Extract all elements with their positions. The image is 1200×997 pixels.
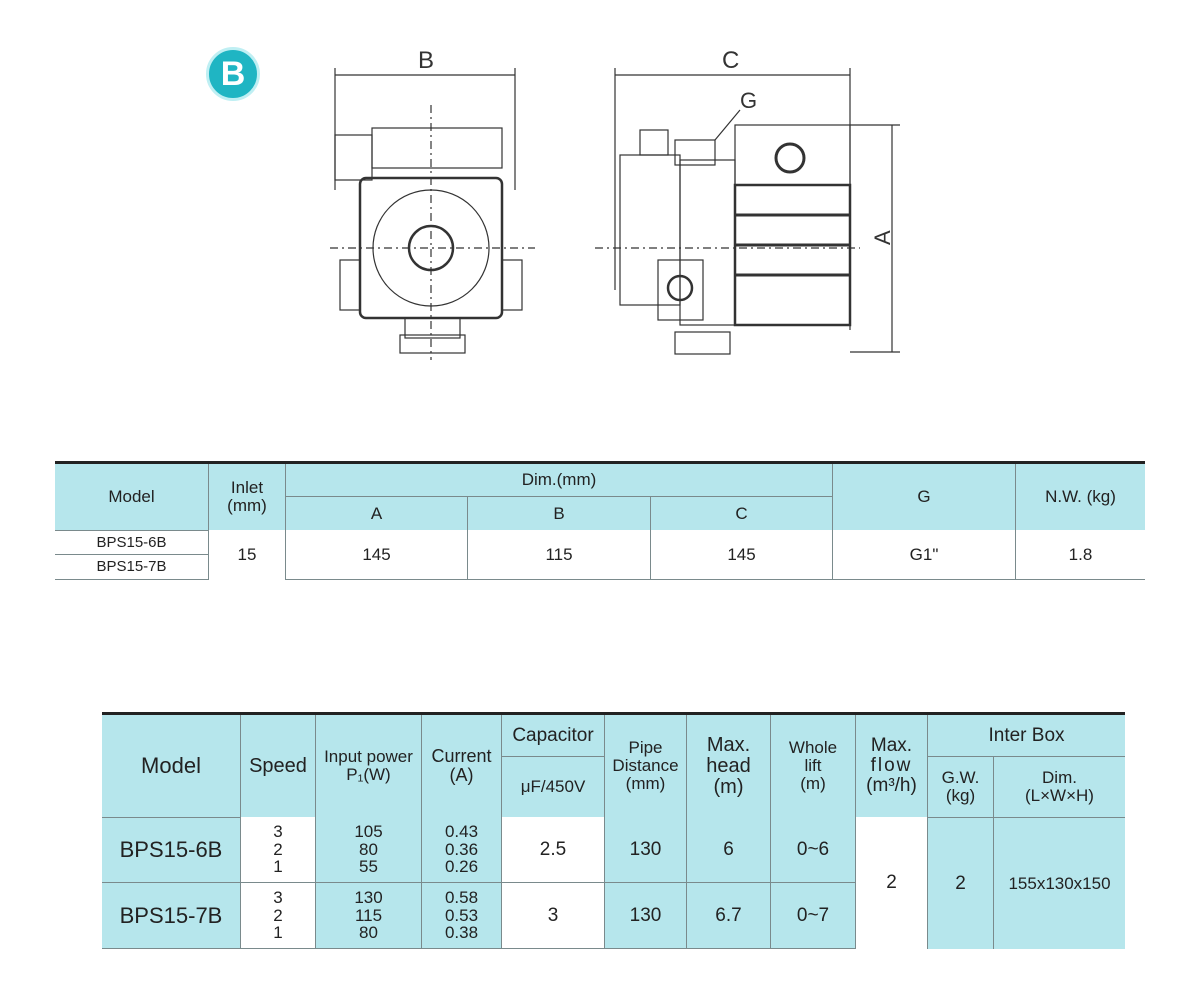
header-b: B xyxy=(467,497,650,530)
header-dim: Dim.(mm) xyxy=(285,464,832,497)
current-value: 0.38 xyxy=(444,923,479,943)
header-unit: (kg) xyxy=(945,786,976,805)
power-value: 80 xyxy=(359,923,378,943)
gw-value: 2 xyxy=(927,817,993,949)
header-capacitor: Capacitor xyxy=(501,715,604,757)
header-model: Model xyxy=(55,464,208,530)
header-text: Input power xyxy=(324,747,413,767)
max-flow-value: 2 xyxy=(855,817,927,949)
speed-value: 1 xyxy=(273,923,283,943)
dim-b-value: 115 xyxy=(467,530,650,580)
power-value: 80 xyxy=(359,839,378,859)
current-value: 0.58 xyxy=(444,887,479,907)
capacitor-value: 2.5 xyxy=(501,817,604,883)
model-cell: BPS15-6B xyxy=(55,530,208,555)
header-unit: P₁(W) xyxy=(346,765,391,784)
header-c: C xyxy=(650,497,832,530)
header-text: Distance xyxy=(612,756,679,776)
header-speed: Speed xyxy=(240,715,315,817)
header-max-head: Max.head(m) xyxy=(686,715,770,817)
header-unit: (L×W×H) xyxy=(1025,786,1094,805)
header-text: Whole xyxy=(788,738,838,758)
side-terminal-box xyxy=(734,124,851,186)
speed-value: 3 xyxy=(273,887,283,907)
header-unit: (m) xyxy=(713,775,744,798)
header-box-dim: Dim.(L×W×H) xyxy=(993,757,1125,817)
label-c: C xyxy=(722,47,739,74)
dim-c-value: 145 xyxy=(650,530,832,580)
header-text: Dim. xyxy=(1042,768,1077,788)
head-value: 6.7 xyxy=(686,883,770,949)
header-text: head xyxy=(706,754,751,777)
lift-value: 0~7 xyxy=(770,883,855,949)
header-text: flow xyxy=(870,755,913,777)
front-terminal-box xyxy=(371,127,503,169)
header-capacitor-unit: μF/450V xyxy=(501,757,604,817)
pump-dimension-drawing: B C G A xyxy=(330,47,900,360)
header-inter-box: Inter Box xyxy=(927,715,1125,757)
header-text: Current xyxy=(431,746,492,767)
header-text: Max. xyxy=(706,733,751,756)
power-value: 55 xyxy=(359,857,378,877)
label-g: G xyxy=(740,88,757,113)
header-g: G xyxy=(832,464,1015,530)
header-text: lift xyxy=(804,756,822,776)
speed-value: 2 xyxy=(273,905,283,925)
model-cell: BPS15-6B xyxy=(102,817,240,883)
nw-value: 1.8 xyxy=(1015,530,1145,580)
header-nw: N.W. (kg) xyxy=(1015,464,1145,530)
current-value: 0.53 xyxy=(444,905,479,925)
power-value: 115 xyxy=(354,905,383,925)
header-text: G.W. xyxy=(941,768,980,788)
current-value: 0.43 xyxy=(444,821,479,841)
head-value: 6 xyxy=(686,817,770,883)
model-cell: BPS15-7B xyxy=(55,555,208,580)
header-gw: G.W.(kg) xyxy=(927,757,993,817)
speed-value: 3 xyxy=(273,821,283,841)
dim-a-value: 145 xyxy=(285,530,467,580)
header-text: Pipe xyxy=(628,738,663,758)
current-value: 0.36 xyxy=(444,839,479,859)
header-max-flow: Max.flow(m³/h) xyxy=(855,715,927,817)
header-model: Model xyxy=(102,715,240,817)
pipe-value: 130 xyxy=(604,883,686,949)
g-value: G1" xyxy=(832,530,1015,580)
header-current: Current(A) xyxy=(421,715,501,817)
current-value: 0.26 xyxy=(444,857,479,877)
label-a: A xyxy=(870,230,895,245)
header-unit: (m³/h) xyxy=(866,774,917,796)
section-badge: B xyxy=(206,47,260,101)
pipe-value: 130 xyxy=(604,817,686,883)
header-unit: (A) xyxy=(449,765,474,785)
header-unit: (mm) xyxy=(625,773,666,793)
power-value: 130 xyxy=(354,887,383,907)
label-b: B xyxy=(418,47,434,74)
capacitor-value: 3 xyxy=(501,883,604,949)
inlet-value: 15 xyxy=(208,530,285,580)
header-inlet: Inlet (mm) xyxy=(208,464,285,530)
speed-value: 2 xyxy=(273,839,283,859)
power-value: 105 xyxy=(354,821,383,841)
header-text: Max. xyxy=(870,735,913,757)
header-unit: (m) xyxy=(800,773,826,793)
model-cell: BPS15-7B xyxy=(102,883,240,949)
lift-value: 0~6 xyxy=(770,817,855,883)
header-a: A xyxy=(285,497,467,530)
speed-value: 1 xyxy=(273,857,283,877)
dimension-table: Model Inlet (mm) Dim.(mm) A B C G N.W. (… xyxy=(55,461,1145,581)
box-dim-value: 155x130x150 xyxy=(993,817,1125,949)
